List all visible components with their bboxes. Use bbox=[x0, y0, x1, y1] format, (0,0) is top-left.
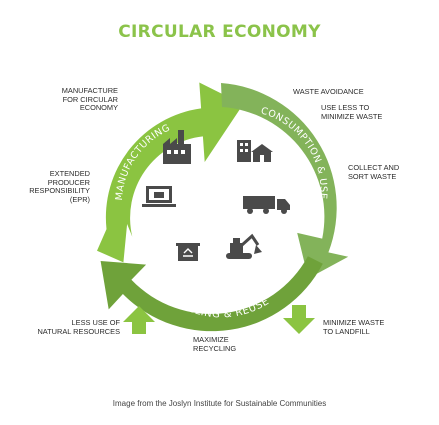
label-collect-sort: COLLECT AND SORT WASTE bbox=[348, 163, 400, 181]
label-line: RESPONSIBILITY bbox=[29, 186, 90, 196]
label-line: PRODUCER bbox=[47, 177, 90, 187]
diagram-title: CIRCULAR ECONOMY bbox=[118, 22, 321, 42]
label-line: ECONOMY bbox=[79, 103, 118, 113]
label-line: TO LANDFILL bbox=[323, 326, 370, 336]
factory-icon bbox=[163, 130, 191, 164]
label-line: MAXIMIZE bbox=[193, 335, 229, 344]
label-line: USE LESS TO bbox=[321, 103, 370, 112]
label-use-less: USE LESS TO MINIMIZE WASTE bbox=[321, 103, 383, 121]
recycle-bin-icon bbox=[176, 243, 200, 261]
excavator-icon bbox=[226, 233, 262, 259]
recycling-arrow bbox=[100, 256, 323, 332]
label-less-use: LESS USE OF NATURAL RESOURCES bbox=[20, 318, 120, 336]
label-maximize-recycling: MAXIMIZE RECYCLING bbox=[193, 335, 237, 353]
label-line: NATURAL RESOURCES bbox=[37, 326, 120, 336]
label-line: (EPR) bbox=[69, 194, 90, 204]
label-line: EXTENDED bbox=[49, 169, 90, 178]
truck-icon bbox=[243, 196, 290, 214]
manufacturing-arrow bbox=[97, 82, 244, 263]
label-line: MINIMIZE WASTE bbox=[323, 318, 385, 327]
houses-icon bbox=[237, 140, 273, 162]
label-line: SORT WASTE bbox=[348, 171, 397, 181]
label-waste-avoidance: WASTE AVOIDANCE bbox=[293, 87, 364, 97]
label-line: FOR CIRCULAR bbox=[62, 94, 118, 104]
image-credit: Image from the Joslyn Institute for Sust… bbox=[112, 399, 327, 408]
label-line: COLLECT AND bbox=[348, 163, 400, 172]
label-line: MANUFACTURE bbox=[61, 86, 118, 95]
laptop-icon bbox=[142, 186, 176, 207]
label-epr: EXTENDED PRODUCER RESPONSIBILITY (EPR) bbox=[10, 169, 90, 204]
label-minimize-waste: MINIMIZE WASTE TO LANDFILL bbox=[323, 318, 385, 336]
arrow-up-icon bbox=[123, 306, 155, 334]
label-line: WASTE AVOIDANCE bbox=[293, 87, 364, 96]
arrow-down-icon bbox=[283, 305, 315, 334]
label-line: RECYCLING bbox=[193, 343, 237, 353]
label-line: LESS USE OF bbox=[71, 318, 120, 327]
label-manufacture: MANUFACTURE FOR CIRCULAR ECONOMY bbox=[28, 86, 118, 113]
consumption-arrow bbox=[221, 83, 349, 279]
label-line: MINIMIZE WASTE bbox=[321, 111, 383, 121]
